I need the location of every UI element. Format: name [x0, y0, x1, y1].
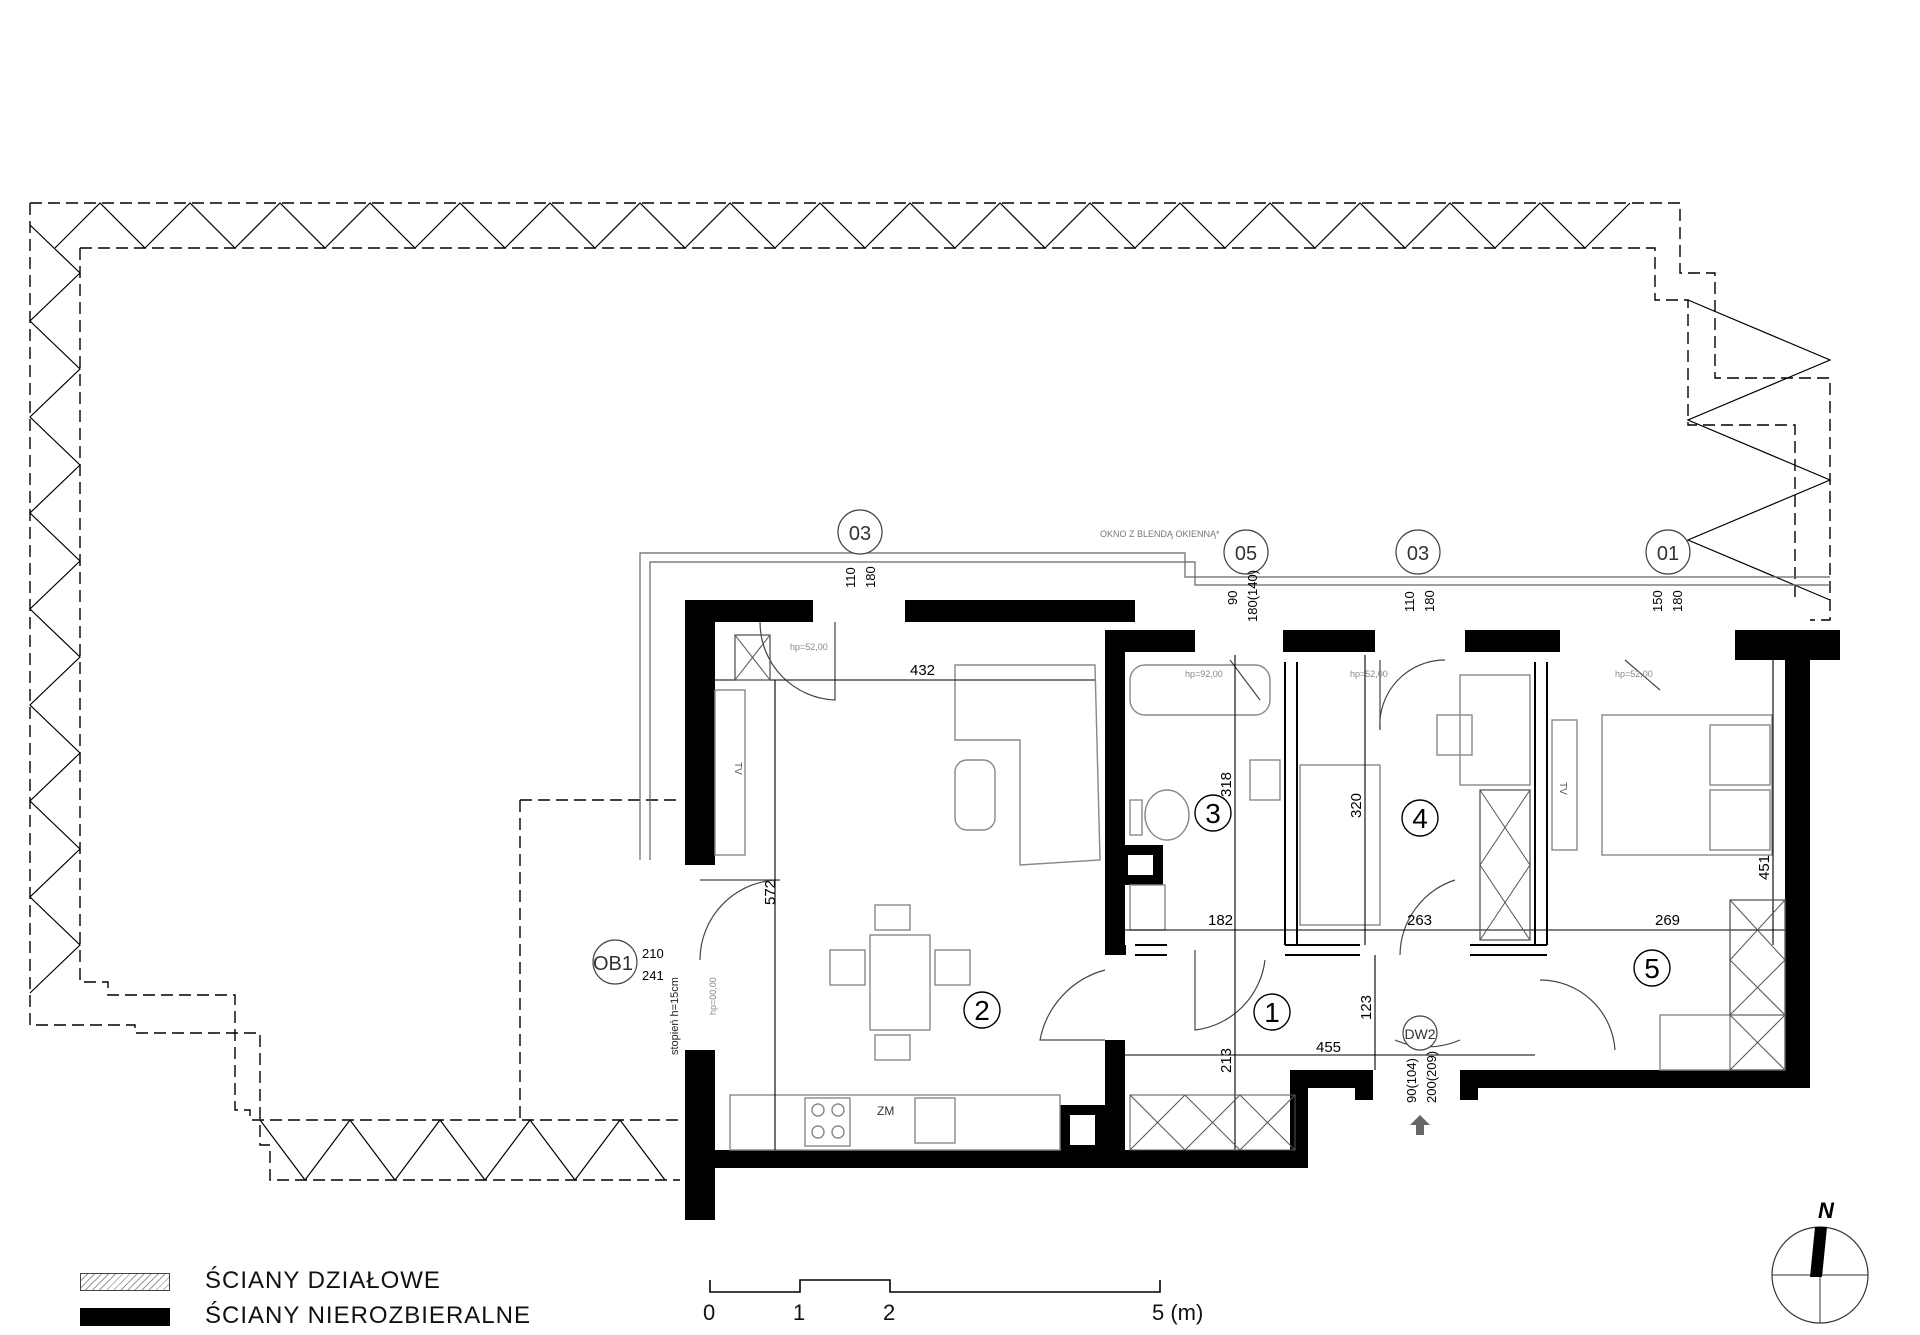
dim-318: 318: [1218, 772, 1235, 797]
step-label: stopień h=15cm: [669, 977, 681, 1055]
window-tag-room5: 01: [1657, 543, 1679, 565]
zm-label: ZM: [877, 1104, 894, 1118]
window-dim-w3b: 180: [1422, 590, 1437, 612]
scale-bar: [709, 1279, 1161, 1293]
window-dim-w1a: 110: [843, 567, 858, 588]
hp-label-2: hp=92,00: [1185, 669, 1223, 679]
window-dim-w1b: 180: [863, 566, 878, 588]
terrace-outline: [29, 202, 1831, 1181]
legend-label-partition: ŚCIANY DZIAŁOWE: [205, 1267, 441, 1294]
door-swings: [699, 621, 1661, 1051]
dim-455: 455: [1316, 1039, 1341, 1056]
room-number-1: 1: [1264, 997, 1280, 1028]
door-tag: DW2: [1404, 1026, 1435, 1042]
dim-572: 572: [762, 880, 779, 905]
wardrobes: [734, 634, 1786, 1151]
balcony-dim-b: 241: [642, 968, 664, 983]
scale-tick-0: 0: [703, 1300, 716, 1325]
window-tag-balcony: OB1: [593, 953, 633, 975]
room-number-4: 4: [1412, 803, 1428, 834]
legend-label-structural: ŚCIANY NIEROZBIERALNE: [205, 1302, 531, 1329]
door-dim-b: 200(209): [1424, 1051, 1439, 1103]
door-dim-a: 90(104): [1404, 1058, 1419, 1103]
room-number-circles: [963, 794, 1671, 1031]
dim-123: 123: [1358, 995, 1375, 1020]
window-tag-top-left: 03: [849, 523, 871, 545]
hp-label-5: hp=00,00: [708, 977, 718, 1015]
window-tag-room4: 03: [1407, 543, 1429, 565]
hp-label-4: hp=52,00: [1615, 669, 1653, 679]
window-dim-w3a: 110: [1402, 591, 1417, 612]
railing-zigzag: [29, 202, 1832, 1181]
window-tag-circles: [592, 509, 1691, 1051]
window-dim-w4b: 180: [1670, 590, 1685, 612]
tv-label-1: TV: [732, 762, 743, 775]
scale-tick-1: 1: [793, 1300, 806, 1325]
room-number-3: 3: [1205, 798, 1221, 829]
scale-tick-2: 2: [883, 1300, 896, 1325]
dim-432: 432: [910, 662, 935, 679]
structural-walls: [685, 600, 1840, 1220]
dim-269: 269: [1655, 912, 1680, 929]
tv-label-2: TV: [1557, 782, 1568, 795]
dimension-lines: [715, 655, 1785, 1150]
dim-263: 263: [1407, 912, 1432, 929]
hp-label-1: hp=52,00: [790, 642, 828, 652]
entrance-arrow-icon: [1410, 1115, 1430, 1135]
scale-tick-5: 5 (m): [1152, 1300, 1204, 1325]
dim-213: 213: [1218, 1048, 1235, 1073]
room-number-5: 5: [1644, 953, 1660, 984]
window-dim-w4a: 150: [1650, 590, 1665, 612]
window-dim-w2a: 90: [1225, 591, 1240, 605]
dim-451: 451: [1756, 855, 1773, 880]
window-dim-w2b: 180(140): [1245, 570, 1260, 622]
compass-icon: [1771, 1226, 1869, 1324]
partition-wall-swatch: [80, 1273, 170, 1291]
dim-182: 182: [1208, 912, 1233, 929]
dim-320: 320: [1348, 793, 1365, 818]
window-blend-note: OKNO Z BLENDĄ OKIENNĄ*: [1100, 529, 1220, 539]
structural-wall-swatch: [80, 1308, 170, 1326]
north-label: N: [1818, 1198, 1835, 1223]
balcony-dim-a: 210: [642, 946, 664, 961]
window-tag-bathroom: 05: [1235, 543, 1257, 565]
room-number-2: 2: [974, 995, 990, 1026]
hp-label-3: hp=52,00: [1350, 669, 1388, 679]
window-line: [639, 552, 1830, 860]
